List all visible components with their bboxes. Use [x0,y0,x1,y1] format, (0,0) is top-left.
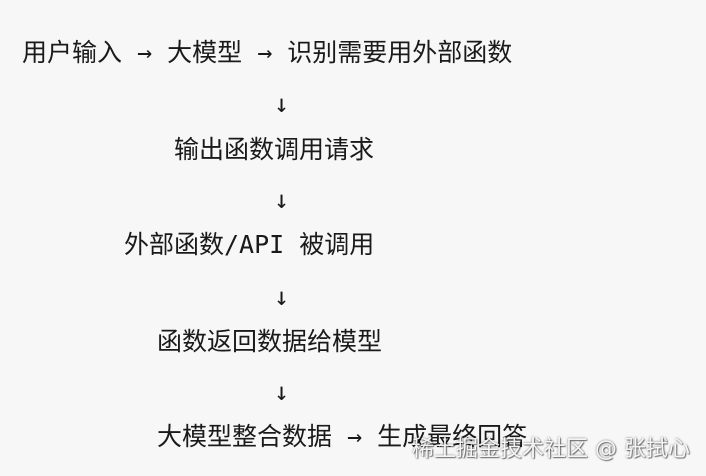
flow-step-user-input: 用户输入 → 大模型 → 识别需要用外部函数 [22,38,513,67]
flow-step-external-api-called: 外部函数/API 被调用 [124,230,375,259]
watermark: 稀土掘金技术社区 @ 张拭心 [412,437,690,462]
down-arrow-icon: ↓ [274,89,290,118]
flow-step-function-returns-data: 函数返回数据给模型 [157,327,383,356]
down-arrow-icon: ↓ [274,185,290,214]
flow-step-output-call-request: 输出函数调用请求 [174,135,375,164]
flow-step-generate-answer: 大模型整合数据 → 生成最终回答 [157,422,528,451]
down-arrow-icon: ↓ [274,377,290,406]
down-arrow-icon: ↓ [274,282,290,311]
